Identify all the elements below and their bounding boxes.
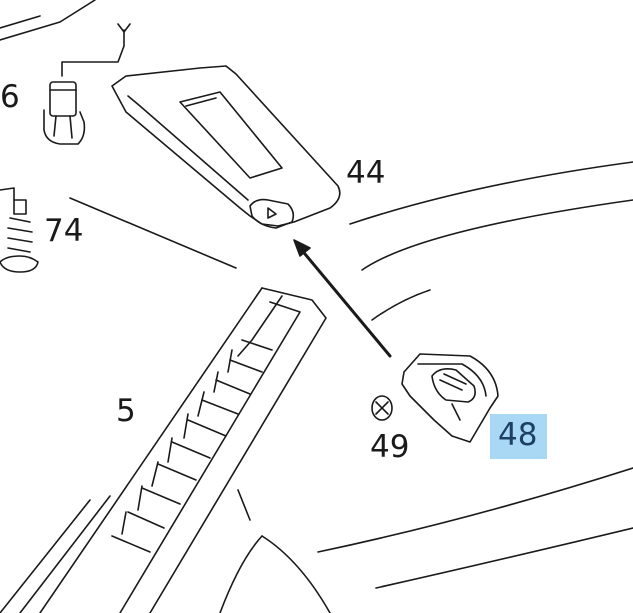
callout-44: 44: [346, 155, 386, 191]
headliner-line-3: [361, 199, 633, 271]
wall-edge-top: [0, 0, 96, 41]
holder-part-48: [401, 353, 499, 443]
leader-tip-6: [117, 23, 131, 33]
callout-48-highlighted: 48: [490, 414, 548, 459]
headliner-line-2: [349, 161, 633, 225]
pillar-trim-part-5: [0, 287, 327, 613]
callout-49: 49: [370, 429, 410, 465]
callout-5: 5: [116, 393, 136, 429]
callout-74: 74: [44, 213, 84, 249]
clip-part-6: [43, 81, 86, 145]
body-line-lower-1: [219, 535, 263, 613]
wall-edge-top-inner: [0, 15, 41, 29]
washer-part-49: [371, 395, 393, 421]
screw-part-74: [0, 187, 39, 273]
body-line-lower-2: [261, 535, 331, 613]
body-line-lower-4: [375, 527, 633, 589]
body-line-lower-5: [237, 489, 251, 521]
sun-visor-part-44: [111, 65, 341, 229]
assembly-arrow-head: [293, 239, 311, 257]
body-line-lower-3: [317, 467, 633, 553]
headliner-line-1: [69, 197, 237, 269]
headliner-line-4: [371, 289, 431, 321]
callout-6: 6: [0, 79, 20, 115]
leader-line-6: [61, 29, 125, 77]
assembly-arrow-line: [298, 246, 392, 358]
